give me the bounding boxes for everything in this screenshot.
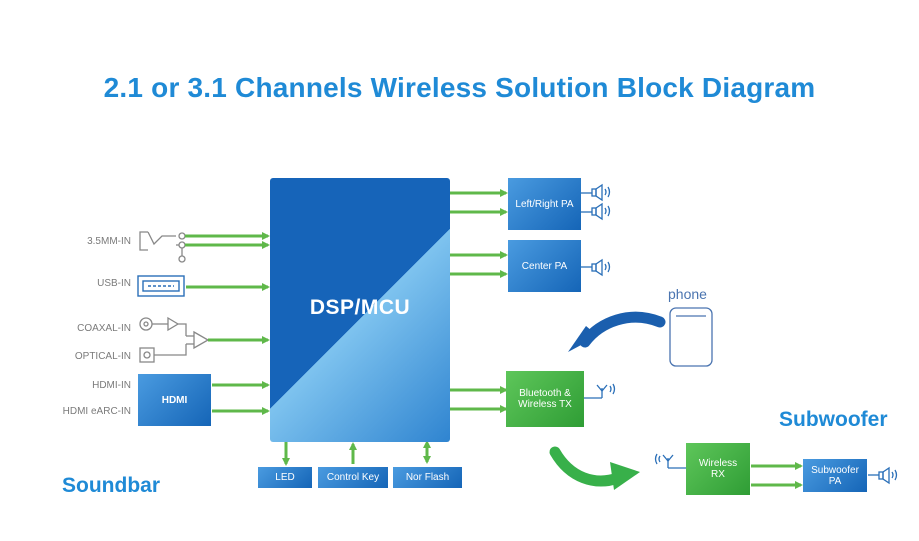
input-label-usb: USB-IN (97, 278, 131, 289)
wireless-rx-line2: RX (711, 469, 725, 480)
optical-jack-icon (139, 344, 187, 363)
left-right-pa-block: Left/Right PA (508, 178, 581, 230)
speaker-icon (591, 202, 611, 221)
diagram-title: 2.1 or 3.1 Channels Wireless Solution Bl… (103, 72, 816, 103)
center-pa-block: Center PA (508, 240, 581, 292)
sub-pa-line2: PA (828, 475, 842, 487)
input-label-35mm: 3.5MM-IN (87, 236, 131, 247)
bus-label: I2S (470, 206, 478, 212)
wireless-rx-line1: Wireless (698, 458, 738, 469)
bus-label: I2S (226, 405, 234, 411)
coaxial-jack-icon (139, 316, 187, 336)
subwoofer-label: Subwoofer (779, 408, 888, 431)
hdmi-block: HDMI (138, 374, 211, 426)
bus-label: SPDIF (226, 379, 241, 385)
phone-label: phone (668, 286, 707, 302)
phone-icon (669, 307, 713, 367)
bluetooth-wireless-tx-block: Bluetooth & Wireless TX (506, 371, 584, 427)
control-key-block: Control Key (318, 467, 388, 488)
dsp-mcu-label: DSP/MCU (309, 296, 411, 319)
subwoofer-pa-block: Subwoofer PA (803, 459, 867, 492)
sub-pa-line1: Subwoofer (811, 464, 859, 476)
input-label-hdmi: HDMI-IN (92, 380, 131, 391)
wireless-link-arrow-icon (549, 446, 640, 490)
wireless-rx-block: Wireless RX (686, 443, 750, 495)
phone-to-bt-arrow-icon (568, 311, 666, 352)
speaker-icon (878, 466, 898, 485)
input-label-hdmi-earc: HDMI eARC-IN (62, 406, 131, 417)
buffer-icon (186, 330, 210, 350)
led-block: LED (258, 467, 312, 488)
bus-label: I2S (470, 187, 478, 193)
bus-label: I2S (470, 384, 478, 390)
antenna-icon (654, 453, 686, 469)
speaker-icon (591, 258, 611, 277)
bt-tx-line2: Wireless TX (518, 399, 572, 410)
dsp-mcu-block: DSP/MCU (270, 178, 450, 442)
bt-tx-line1: Bluetooth & (519, 388, 571, 399)
bus-label: I2S (766, 479, 774, 485)
nor-flash-block: Nor Flash (393, 467, 462, 488)
bus-label: I2S (470, 249, 478, 255)
antenna-icon (584, 383, 616, 399)
input-label-coaxal: COAXAL-IN (77, 323, 131, 334)
usb-port-icon (137, 275, 185, 297)
bus-label: I2S (470, 403, 478, 409)
audio-jack-icon (139, 231, 186, 263)
speaker-icon (591, 183, 611, 202)
bus-label: I2S (470, 268, 478, 274)
bus-label: SPDIF (226, 334, 241, 340)
input-label-optical: OPTICAL-IN (74, 351, 131, 362)
soundbar-label: Soundbar (62, 474, 160, 497)
